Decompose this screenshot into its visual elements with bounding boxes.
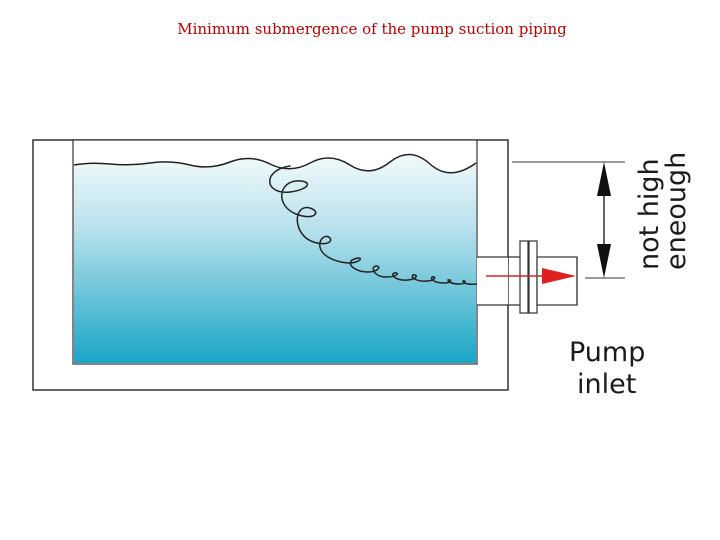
dimension-label-line2: eneough [661,152,692,270]
water-surface-line [73,153,477,174]
water-body [74,154,476,363]
vortex-spiral [269,165,477,285]
dimension-arrow-up [597,162,611,196]
slide-title: Minimum submergence of the pump suction … [177,20,567,38]
pipe-flange-left [519,240,529,314]
dimension-arrow-down [597,244,611,278]
pipe-through-wall [477,257,508,305]
dimension-label-line1: not high [634,158,665,270]
tank [32,139,509,391]
pump-inlet-label-line1: Pump [569,337,645,368]
pump-inlet-label-line2: inlet [577,369,636,400]
suction-pipe [477,240,578,314]
dimension-label: not high eneough [634,152,692,270]
submergence-dimension [512,161,625,279]
pipe-flange-right [528,240,538,314]
flow-arrow-head [542,268,576,284]
